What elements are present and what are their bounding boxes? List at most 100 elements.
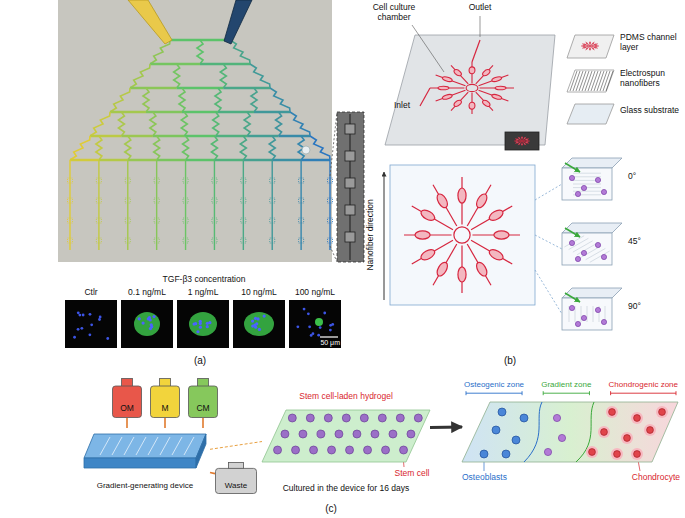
culture-chamber (328, 198, 333, 203)
stem-cell (281, 430, 289, 438)
culture-chamber (68, 178, 73, 183)
cell (595, 242, 600, 247)
culture-chamber (594, 47, 597, 48)
culture-chamber (183, 198, 188, 203)
serpentine-channel (211, 136, 217, 160)
zone-bracket (610, 391, 611, 395)
cartilage-stain (189, 312, 217, 336)
stem-cell (292, 446, 300, 454)
channel (216, 135, 247, 138)
scale-bar (320, 336, 338, 337)
nucleus (141, 321, 144, 324)
stem-cell (342, 414, 350, 422)
culture-chamber (592, 48, 594, 49)
channel (582, 46, 588, 48)
culture-chamber (154, 198, 159, 203)
culture-chamber (518, 143, 520, 144)
serpentine-channel (213, 112, 219, 136)
bottle-neck (122, 379, 133, 387)
stem-cell (335, 430, 343, 438)
serpentine-channel (143, 88, 149, 112)
annotation: Ctlr (65, 288, 117, 298)
outlet-channel (214, 160, 215, 250)
culture-chamber (68, 218, 73, 223)
channel-hub (454, 227, 470, 243)
channel (592, 46, 599, 47)
culture-chamber (595, 45, 597, 47)
pdms-layer (567, 35, 614, 58)
panel-letter: (a) (180, 355, 220, 367)
serpentine-channel (154, 136, 160, 160)
osteoblast (502, 450, 510, 458)
chondrocyte (634, 415, 641, 422)
inset-chamber (345, 205, 355, 215)
photo-background (58, 0, 332, 262)
chondrocyte (647, 427, 654, 434)
panel-letter: (b) (490, 355, 530, 367)
culture-chamber (592, 43, 594, 44)
serpentine-channel (310, 136, 330, 160)
nanofiber (577, 243, 597, 254)
osteoblast (520, 414, 528, 422)
stem-cell (274, 446, 282, 454)
channel (223, 87, 270, 90)
nanofiber (603, 71, 610, 91)
channel-pattern (514, 136, 530, 146)
nucleus (199, 326, 202, 329)
nucleus (206, 325, 209, 328)
culture-chamber (270, 238, 275, 243)
matrix-halo (631, 448, 643, 460)
channel (591, 47, 595, 50)
nucleus (303, 308, 306, 311)
inset-chamber (345, 178, 355, 188)
culture-chamber (474, 192, 489, 209)
nanofiber (576, 71, 583, 91)
differentiated-slab: Osteogenic zoneGradient zoneChondrogenic… (462, 380, 680, 470)
nucleus (147, 317, 150, 320)
serpentine-channel (183, 136, 189, 160)
node-label: Stem cell-laden hydrogel (299, 392, 393, 402)
zoom-line (330, 112, 337, 176)
cartilage-stain (134, 312, 160, 336)
node-shape (462, 398, 680, 470)
channel (110, 111, 146, 114)
flow-arrow (565, 163, 580, 172)
culture-chamber (438, 86, 449, 90)
stem-cell (396, 414, 404, 422)
nucleus (80, 327, 83, 330)
channel (70, 159, 99, 162)
nucleus (82, 314, 85, 317)
culture-chamber (526, 140, 528, 142)
culture-chamber (474, 261, 489, 278)
nucleus (251, 319, 254, 322)
culture-chamber (96, 238, 101, 243)
culture-chamber (583, 47, 586, 48)
serpentine-channel (290, 112, 310, 136)
serpentine-channel (90, 112, 110, 136)
culture-chamber (435, 261, 450, 278)
matrix-halo (606, 406, 618, 418)
serpentine-channel (130, 64, 150, 88)
nucleus (99, 316, 102, 319)
waste-bottle: Waste (215, 462, 257, 494)
tissue-slab (462, 402, 678, 462)
serpentine-channel (251, 88, 257, 112)
outlet-channel (156, 160, 157, 250)
node-label: Gradient-generating device (97, 481, 194, 490)
nucleus (323, 312, 326, 315)
bottle-body (113, 386, 142, 418)
culture-chamber (586, 43, 588, 44)
outlet-channel (300, 160, 301, 250)
device-channel (136, 437, 146, 455)
zone-bracket (522, 391, 523, 395)
node-label: M (161, 404, 168, 414)
nanofiber (597, 71, 604, 91)
stem-cell (378, 414, 386, 422)
glass-chip (385, 35, 555, 145)
culture-chamber (241, 218, 246, 223)
culture-chamber (212, 218, 217, 223)
channel (476, 92, 493, 110)
culture-chamber (441, 94, 453, 101)
stem-cell (353, 430, 361, 438)
hydrogel-slab: Stem cell-laden hydrogel (262, 392, 430, 466)
